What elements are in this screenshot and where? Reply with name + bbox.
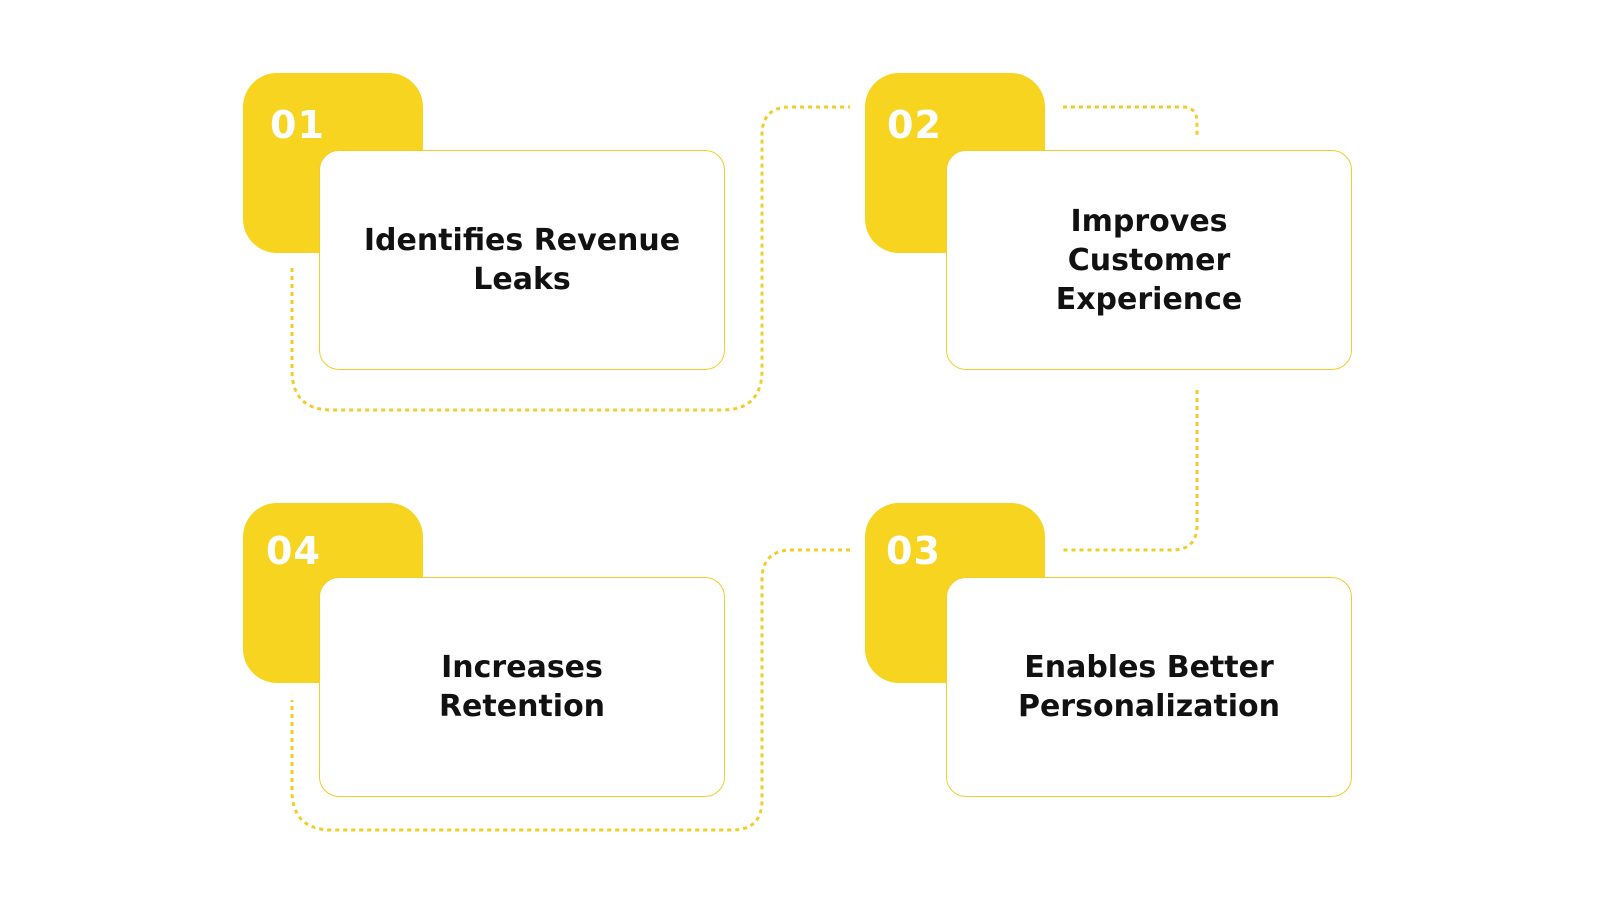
step-02-label: Improves Customer Experience — [1055, 203, 1243, 317]
step-02-number: 02 — [887, 103, 942, 147]
step-03-label: Enables Better Personalization — [1017, 650, 1281, 724]
step-01-card: Identifies Revenue Leaks — [319, 150, 725, 370]
step-03-number: 03 — [886, 529, 941, 573]
connector-03-to-04 — [290, 548, 850, 832]
step-03-card: Enables Better Personalization — [946, 577, 1352, 797]
step-04-number: 04 — [266, 529, 321, 573]
connector-02-to-03 — [1063, 105, 1199, 552]
connector-01-to-02 — [290, 105, 850, 412]
step-02-card: Improves Customer Experience — [946, 150, 1352, 370]
step-01-number: 01 — [270, 103, 325, 147]
step-04-label: Increases Retention — [438, 650, 606, 724]
step-01-label: Identifies Revenue Leaks — [363, 223, 681, 297]
step-04-card: Increases Retention — [319, 577, 725, 797]
